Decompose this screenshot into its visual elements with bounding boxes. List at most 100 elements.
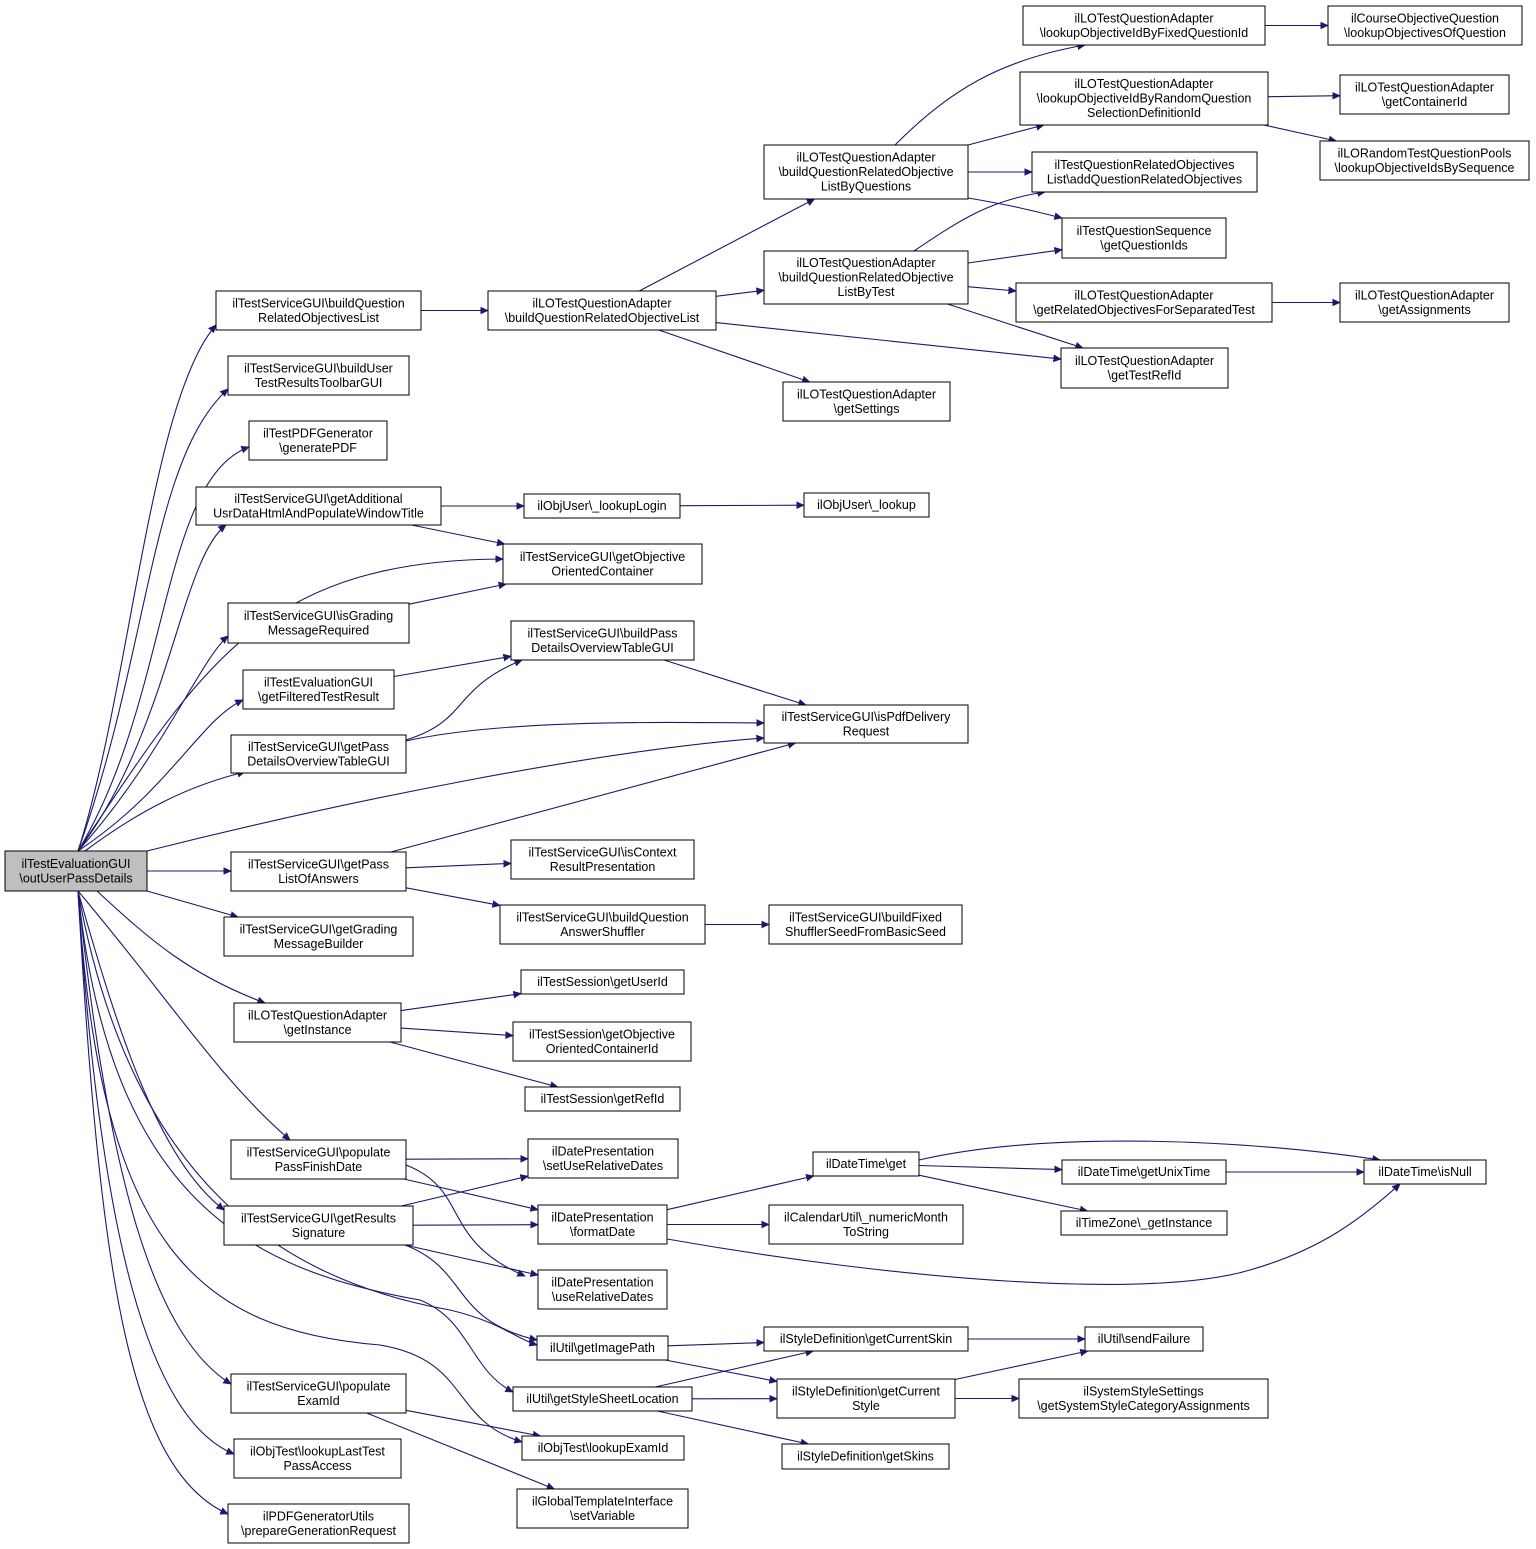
node-getObjOCId[interactable]: ilTestSession\getObjectiveOrientedContai… bbox=[512, 1021, 692, 1062]
node-loGetRelSep[interactable]: ilLOTestQuestionAdapter\getRelatedObject… bbox=[1015, 282, 1273, 323]
node-formatDate[interactable]: ilDatePresentation\formatDate bbox=[537, 1204, 668, 1245]
node-utilSendFailure[interactable]: ilUtil\sendFailure bbox=[1084, 1326, 1204, 1352]
node-box bbox=[763, 704, 969, 744]
node-buildPassDOT[interactable]: ilTestServiceGUI\buildPassDetailsOvervie… bbox=[510, 620, 695, 661]
node-label-line: ilTestServiceGUI\populate bbox=[247, 1379, 391, 1393]
node-box bbox=[1339, 282, 1510, 323]
edge-getPassLOA-to-isPdfDR bbox=[390, 743, 796, 853]
node-getPassDOT[interactable]: ilTestServiceGUI\getPassDetailsOverviewT… bbox=[230, 734, 407, 774]
node-label-line: ilStyleDefinition\getSkins bbox=[797, 1450, 934, 1464]
node-label-line: ilLOTestQuestionAdapter bbox=[797, 151, 936, 165]
node-loGetAssign[interactable]: ilLOTestQuestionAdapter\getAssignments bbox=[1339, 282, 1510, 323]
node-setUseRel[interactable]: ilDatePresentation\setUseRelativeDates bbox=[527, 1138, 679, 1179]
edge-loBuildByT-to-tqroAdd bbox=[913, 192, 1045, 252]
edge-root-to-loGetInstance bbox=[96, 890, 265, 1003]
node-loLookupFixed[interactable]: ilLOTestQuestionAdapter\lookupObjectiveI… bbox=[1022, 5, 1266, 46]
node-label-line: \getSystemStyleCategoryAssignments bbox=[1037, 1399, 1250, 1413]
node-loBuildByQ[interactable]: ilLOTestQuestionAdapter\buildQuestionRel… bbox=[763, 144, 969, 200]
node-dtGetUnix[interactable]: ilDateTime\getUnixTime bbox=[1061, 1159, 1227, 1185]
edge-getResSig-to-setUseRel bbox=[401, 1176, 528, 1207]
node-loBuildQROL[interactable]: ilLOTestQuestionAdapter\buildQuestionRel… bbox=[487, 290, 717, 331]
node-getFiltered[interactable]: ilTestEvaluationGUI\getFilteredTestResul… bbox=[242, 669, 395, 710]
edge-root-to-buildUserTRT bbox=[77, 389, 228, 852]
node-tqroAdd[interactable]: ilTestQuestionRelatedObjectivesList\addQ… bbox=[1031, 151, 1258, 193]
node-tzGetInstance[interactable]: ilTimeZone\_getInstance bbox=[1060, 1210, 1228, 1236]
node-lookupExamId[interactable]: ilObjTest\lookupExamId bbox=[521, 1435, 685, 1461]
node-prepGenReq[interactable]: ilPDFGeneratorUtils\prepareGenerationReq… bbox=[227, 1503, 410, 1544]
edge-loBuildByQ-to-loLookupRandom bbox=[967, 125, 1044, 146]
node-label-line: \lookupObjectivesOfQuestion bbox=[1344, 26, 1506, 40]
node-objUserLookup[interactable]: ilObjUser\_lookup bbox=[803, 492, 930, 518]
node-label-line: \lookupObjectiveIdsBySequence bbox=[1335, 161, 1515, 175]
node-label-line: ilSystemStyleSettings bbox=[1083, 1384, 1203, 1398]
edge-isGradingMsg-to-getObjOC bbox=[408, 584, 506, 605]
node-sdGetSkins[interactable]: ilStyleDefinition\getSkins bbox=[781, 1443, 950, 1470]
edge-getImagePath-to-sdCurStyle bbox=[664, 1359, 777, 1381]
node-label-line: ilDateTime\getUnixTime bbox=[1078, 1165, 1210, 1179]
node-box bbox=[537, 1269, 668, 1310]
node-loGetSettings[interactable]: ilLOTestQuestionAdapter\getSettings bbox=[782, 381, 951, 422]
node-label-line: \getContainerId bbox=[1382, 95, 1468, 109]
node-label-line: ilTestQuestionRelatedObjectives bbox=[1055, 158, 1235, 172]
node-loGetTestRefId[interactable]: ilLOTestQuestionAdapter\getTestRefId bbox=[1060, 347, 1229, 389]
edge-loBuildQROL-to-loBuildByT bbox=[715, 290, 764, 297]
node-getRefId[interactable]: ilTestSession\getRefId bbox=[524, 1086, 681, 1112]
node-label-line: ilCourseObjectiveQuestion bbox=[1351, 11, 1499, 25]
node-dtIsNull[interactable]: ilDateTime\isNull bbox=[1363, 1159, 1487, 1185]
node-sssGetCat[interactable]: ilSystemStyleSettings\getSystemStyleCate… bbox=[1018, 1378, 1269, 1419]
node-getStyleSheet[interactable]: ilUtil\getStyleSheetLocation bbox=[512, 1386, 693, 1412]
node-buildQRO[interactable]: ilTestServiceGUI\buildQuestionRelatedObj… bbox=[215, 290, 422, 331]
node-label-line: ilLOTestQuestionAdapter bbox=[1075, 77, 1214, 91]
node-buildFixedSS[interactable]: ilTestServiceGUI\buildFixedShufflerSeedF… bbox=[768, 904, 963, 945]
node-dtGet[interactable]: ilDateTime\get bbox=[812, 1151, 920, 1177]
node-box bbox=[1022, 5, 1266, 46]
node-box bbox=[510, 839, 695, 880]
node-label-line: \getQuestionIds bbox=[1100, 238, 1188, 252]
node-getGradingMB[interactable]: ilTestServiceGUI\getGradingMessageBuilde… bbox=[223, 916, 414, 957]
node-buildUserTRT[interactable]: ilTestServiceGUI\buildUserTestResultsToo… bbox=[227, 355, 410, 396]
node-lortqpLookup[interactable]: ilLORandomTestQuestionPools\lookupObject… bbox=[1319, 140, 1530, 181]
node-label-line: ListOfAnswers bbox=[278, 872, 359, 886]
node-isContextRP[interactable]: ilTestServiceGUI\isContextResultPresenta… bbox=[510, 839, 695, 880]
node-box bbox=[1084, 1326, 1204, 1352]
node-isGradingMsg[interactable]: ilTestServiceGUI\isGradingMessageRequire… bbox=[227, 602, 410, 644]
node-label-line: ilUtil\getImagePath bbox=[550, 1341, 655, 1355]
node-box bbox=[1060, 347, 1229, 389]
node-root[interactable]: ilTestEvaluationGUI\outUserPassDetails bbox=[4, 850, 148, 892]
node-useRel[interactable]: ilDatePresentation\useRelativeDates bbox=[537, 1269, 668, 1310]
node-loGetInstance[interactable]: ilLOTestQuestionAdapter\getInstance bbox=[233, 1002, 402, 1043]
node-genPDF[interactable]: ilTestPDFGenerator\generatePDF bbox=[248, 420, 388, 461]
node-box bbox=[4, 850, 148, 892]
node-sdCurSkin[interactable]: ilStyleDefinition\getCurrentSkin bbox=[763, 1326, 969, 1352]
node-tqsGetIds[interactable]: ilTestQuestionSequence\getQuestionIds bbox=[1061, 217, 1227, 259]
node-lookupLogin[interactable]: ilObjUser\_lookupLogin bbox=[523, 493, 681, 519]
node-box bbox=[523, 493, 681, 519]
edge-root-to-genPDF bbox=[77, 447, 249, 852]
node-label-line: ilTestPDFGenerator bbox=[263, 426, 373, 440]
node-getAddUsr[interactable]: ilTestServiceGUI\getAdditionalUsrDataHtm… bbox=[195, 486, 442, 526]
node-loBuildByT[interactable]: ilLOTestQuestionAdapter\buildQuestionRel… bbox=[763, 250, 969, 305]
node-getUserId[interactable]: ilTestSession\getUserId bbox=[520, 969, 685, 995]
node-label-line: \getRelatedObjectivesForSeparatedTest bbox=[1033, 303, 1255, 317]
node-setVariable[interactable]: ilGlobalTemplateInterface\setVariable bbox=[516, 1488, 689, 1529]
node-coqLookup[interactable]: ilCourseObjectiveQuestion\lookupObjectiv… bbox=[1327, 5, 1523, 46]
nodes-layer: ilTestEvaluationGUI\outUserPassDetails il… bbox=[4, 5, 1530, 1544]
node-loGetContainer[interactable]: ilLOTestQuestionAdapter\getContainerId bbox=[1339, 74, 1510, 115]
node-label-line: ilTestServiceGUI\getResults bbox=[241, 1211, 396, 1225]
node-label-line: ilTestServiceGUI\buildFixed bbox=[789, 910, 942, 924]
node-loLookupRandom[interactable]: ilLOTestQuestionAdapter\lookupObjectiveI… bbox=[1019, 71, 1269, 126]
node-getObjOC[interactable]: ilTestServiceGUI\getObjectiveOrientedCon… bbox=[502, 543, 703, 585]
node-getImagePath[interactable]: ilUtil\getImagePath bbox=[536, 1335, 669, 1361]
node-buildQAS[interactable]: ilTestServiceGUI\buildQuestionAnswerShuf… bbox=[499, 904, 706, 945]
node-box bbox=[487, 290, 717, 331]
node-box bbox=[524, 1086, 681, 1112]
node-label-line: ilTestEvaluationGUI bbox=[264, 675, 373, 689]
